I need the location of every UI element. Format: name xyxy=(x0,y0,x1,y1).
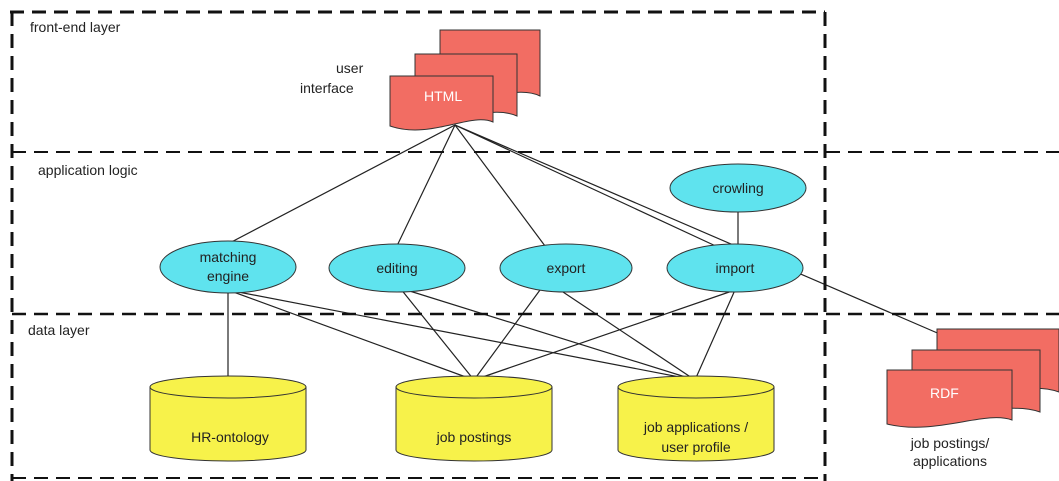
editing-label: editing xyxy=(376,260,417,276)
edge-matching-postings xyxy=(227,289,475,381)
process-import: import xyxy=(666,243,804,293)
import-label: import xyxy=(716,260,755,276)
html-document-label: HTML xyxy=(424,88,462,104)
job-applications-top xyxy=(617,375,775,399)
job-postings-label: job postings xyxy=(436,429,512,445)
job-applications-label-line2: user profile xyxy=(661,439,730,455)
edge-editing-postings xyxy=(399,287,475,381)
edge-html-import xyxy=(454,124,721,249)
edge-export-postings xyxy=(473,289,541,381)
import-shape xyxy=(666,243,804,293)
edge-html-rdf xyxy=(454,124,943,336)
edge-export-applications xyxy=(559,289,696,381)
edge-import-postings xyxy=(473,289,736,381)
rdf-page-front xyxy=(886,369,1013,428)
edge-html-editing xyxy=(394,124,456,251)
process-editing: editing xyxy=(328,243,466,293)
layer-label-data: data layer xyxy=(28,322,90,338)
edge-html-matching xyxy=(219,124,456,249)
connectors xyxy=(219,124,943,385)
hr-ontology-body xyxy=(149,387,307,462)
user-interface-label-line1: user xyxy=(336,60,364,76)
job-postings-body xyxy=(395,387,553,462)
database-job-applications: job applications / user profile xyxy=(617,375,775,462)
database-hr-ontology: HR-ontology xyxy=(149,375,307,462)
edge-matching-applications xyxy=(227,289,696,381)
rdf-document-label: RDF xyxy=(930,385,959,401)
crowling-shape xyxy=(669,163,807,213)
html-document-stack: HTML xyxy=(389,29,541,131)
crowling-label: crowling xyxy=(712,180,763,196)
export-label: export xyxy=(547,260,586,276)
hr-ontology-label: HR-ontology xyxy=(191,429,269,445)
job-postings-top xyxy=(395,375,553,399)
matching-engine-shape xyxy=(159,240,297,294)
rdf-caption-line2: applications xyxy=(913,453,987,469)
html-page-front xyxy=(389,75,494,131)
process-matching-engine: matching engine xyxy=(159,240,297,294)
job-applications-body xyxy=(617,387,775,462)
layer-label-application: application logic xyxy=(38,162,138,178)
job-applications-label-line1: job applications / xyxy=(643,419,748,435)
edge-html-export xyxy=(454,124,549,251)
process-crowling: crowling xyxy=(669,163,807,213)
user-interface-label-line2: interface xyxy=(300,80,354,96)
export-shape xyxy=(499,243,633,293)
rdf-caption-line1: job postings/ xyxy=(910,435,990,451)
matching-engine-label-line1: matching xyxy=(200,249,257,265)
editing-shape xyxy=(328,243,466,293)
process-export: export xyxy=(499,243,633,293)
database-job-postings: job postings xyxy=(395,375,553,462)
hr-ontology-top xyxy=(149,375,307,399)
layer-frame xyxy=(10,10,1059,481)
rdf-document-stack: RDF xyxy=(886,328,1059,428)
matching-engine-label-line2: engine xyxy=(207,268,249,284)
layer-label-frontend: front-end layer xyxy=(30,19,121,35)
edge-import-applications xyxy=(694,289,736,381)
edge-editing-applications xyxy=(399,287,696,381)
